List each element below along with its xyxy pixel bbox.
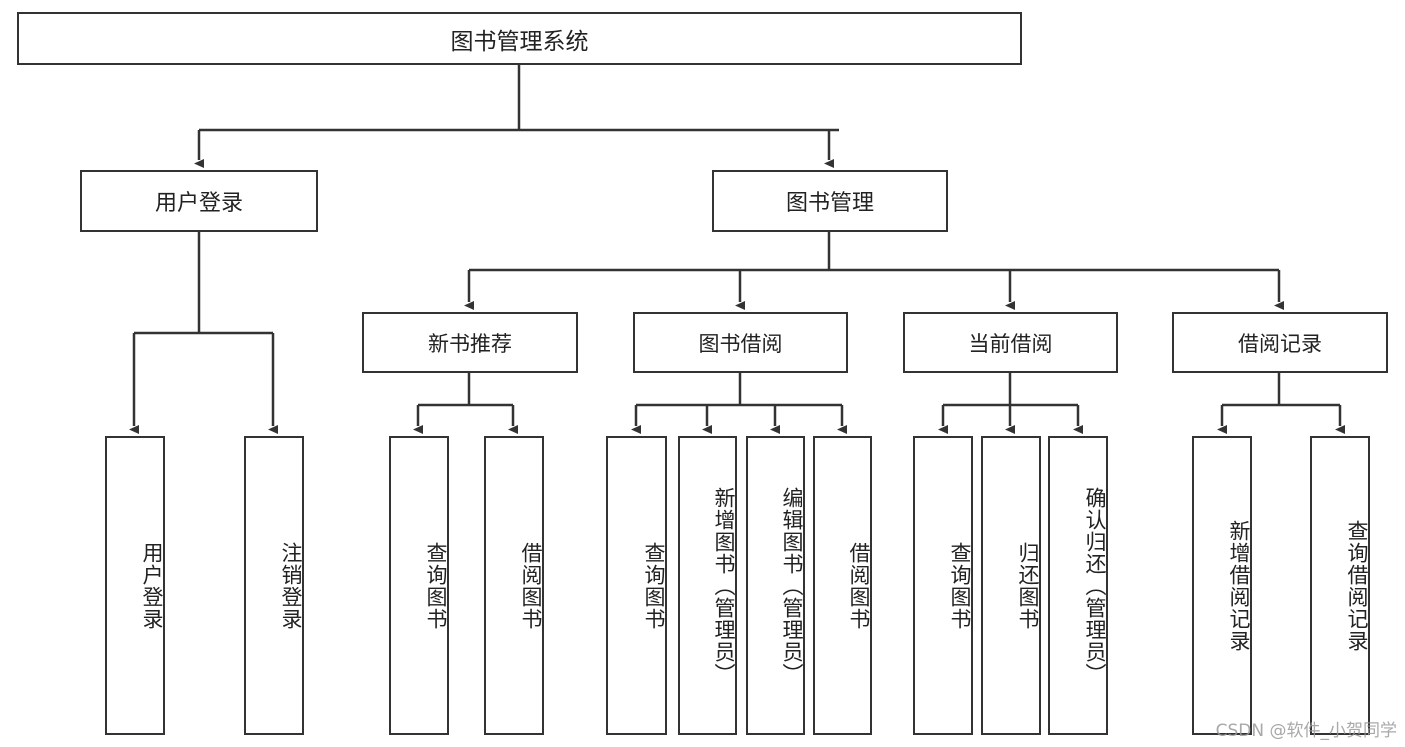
leaf-borrow-book-recommend[interactable]: 借阅图书 (484, 436, 544, 735)
node-user-login[interactable]: 用户登录 (80, 170, 318, 232)
leaf-query-book-recommend[interactable]: 查询图书 (389, 436, 449, 735)
leaf-query-book-borrow[interactable]: 查询图书 (606, 436, 667, 735)
leaf-confirm-return-admin[interactable]: 确认归还（管理员） (1048, 436, 1108, 735)
node-current-borrow[interactable]: 当前借阅 (903, 312, 1118, 373)
leaf-query-borrow-record[interactable]: 查询借阅记录 (1310, 436, 1370, 735)
node-label: 当前借阅 (968, 331, 1053, 356)
node-label: 查询借阅记录 (1345, 519, 1369, 652)
node-label: 用户登录 (154, 191, 243, 216)
node-label: 图书管理 (785, 191, 874, 216)
node-label: 用户登录 (140, 541, 164, 630)
node-label: 新增图书（管理员） (712, 486, 736, 685)
node-label: 借阅图书 (519, 541, 543, 630)
node-label: 图书借阅 (698, 331, 783, 356)
node-label: 确认归还（管理员） (1083, 486, 1107, 685)
leaf-edit-book-admin[interactable]: 编辑图书（管理员） (746, 436, 805, 735)
leaf-query-book-current[interactable]: 查询图书 (913, 436, 973, 735)
node-label: 查询图书 (642, 541, 666, 630)
leaf-logout-login[interactable]: 注销登录 (244, 436, 304, 735)
node-label: 借阅图书 (847, 541, 871, 630)
node-label: 借阅记录 (1238, 331, 1322, 356)
watermark-text: CSDN @软件_小贺同学 (1215, 721, 1397, 741)
leaf-return-book[interactable]: 归还图书 (981, 436, 1041, 735)
node-root-book-management-system[interactable]: 图书管理系统 (17, 12, 1022, 65)
node-borrow-record[interactable]: 借阅记录 (1172, 312, 1388, 373)
node-label: 图书管理系统 (450, 28, 589, 55)
leaf-user-login[interactable]: 用户登录 (105, 436, 165, 735)
node-book-borrow[interactable]: 图书借阅 (633, 312, 848, 373)
leaf-add-borrow-record[interactable]: 新增借阅记录 (1192, 436, 1252, 735)
node-label: 查询图书 (948, 541, 972, 630)
node-book-management[interactable]: 图书管理 (712, 170, 948, 232)
node-new-book-recommend[interactable]: 新书推荐 (362, 312, 578, 373)
node-label: 注销登录 (279, 541, 303, 630)
node-label: 新书推荐 (428, 331, 512, 356)
node-label: 查询图书 (424, 541, 448, 630)
node-label: 归还图书 (1016, 541, 1040, 630)
leaf-borrow-book[interactable]: 借阅图书 (813, 436, 872, 735)
leaf-add-book-admin[interactable]: 新增图书（管理员） (678, 436, 737, 735)
node-label: 编辑图书（管理员） (780, 486, 804, 685)
node-label: 新增借阅记录 (1227, 519, 1251, 652)
